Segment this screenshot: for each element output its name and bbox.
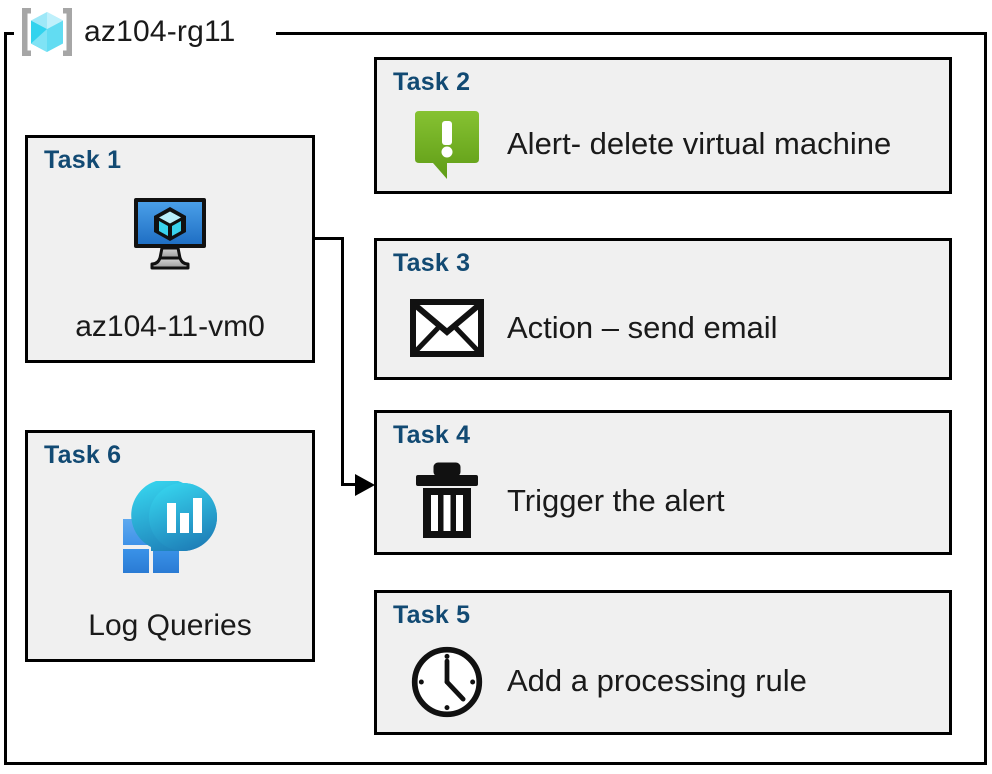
envelope-icon bbox=[409, 290, 485, 366]
task-2-label: Task 2 bbox=[393, 68, 471, 96]
resource-group-name: az104-rg11 bbox=[84, 15, 236, 48]
clock-icon bbox=[409, 644, 485, 720]
task-card-5[interactable]: Task 5 Add a processing rule bbox=[374, 590, 952, 735]
task-3-label: Task 3 bbox=[393, 249, 471, 277]
frame-top-right-segment bbox=[276, 32, 987, 35]
resource-group-frame bbox=[4, 32, 987, 765]
task-3-caption: Action – send email bbox=[507, 309, 778, 345]
task-2-caption: Alert- delete virtual machine bbox=[507, 126, 892, 162]
task-card-1[interactable]: Task 1 bbox=[25, 135, 315, 363]
task-card-3[interactable]: Task 3 Action – send email bbox=[374, 238, 952, 380]
connector-segment-vertical bbox=[341, 237, 344, 486]
log-analytics-icon bbox=[28, 481, 312, 573]
arrow-right-icon bbox=[355, 474, 375, 496]
task-5-label: Task 5 bbox=[393, 601, 471, 629]
task-5-caption: Add a processing rule bbox=[507, 663, 807, 699]
task-card-2[interactable]: Task 2 Alert- delete virtual machine bbox=[374, 57, 952, 194]
task-1-caption: az104-11-vm0 bbox=[75, 310, 265, 343]
task-card-4[interactable]: Task 4 Trigger the alert bbox=[374, 410, 952, 555]
task-1-label: Task 1 bbox=[44, 146, 122, 174]
resource-group-header: az104-rg11 bbox=[14, 2, 242, 62]
task-6-caption: Log Queries bbox=[88, 609, 252, 642]
alert-bubble-icon bbox=[409, 107, 485, 183]
azure-resource-group-icon bbox=[18, 5, 76, 59]
task-6-label: Task 6 bbox=[44, 441, 122, 469]
connector-segment-horizontal-bottom bbox=[341, 483, 367, 486]
trash-icon bbox=[409, 462, 485, 540]
frame-top-left-segment bbox=[4, 32, 18, 35]
task-4-caption: Trigger the alert bbox=[507, 483, 725, 519]
virtual-machine-icon bbox=[28, 190, 312, 274]
task-card-6[interactable]: Task 6 bbox=[25, 430, 315, 662]
task-4-label: Task 4 bbox=[393, 421, 471, 449]
